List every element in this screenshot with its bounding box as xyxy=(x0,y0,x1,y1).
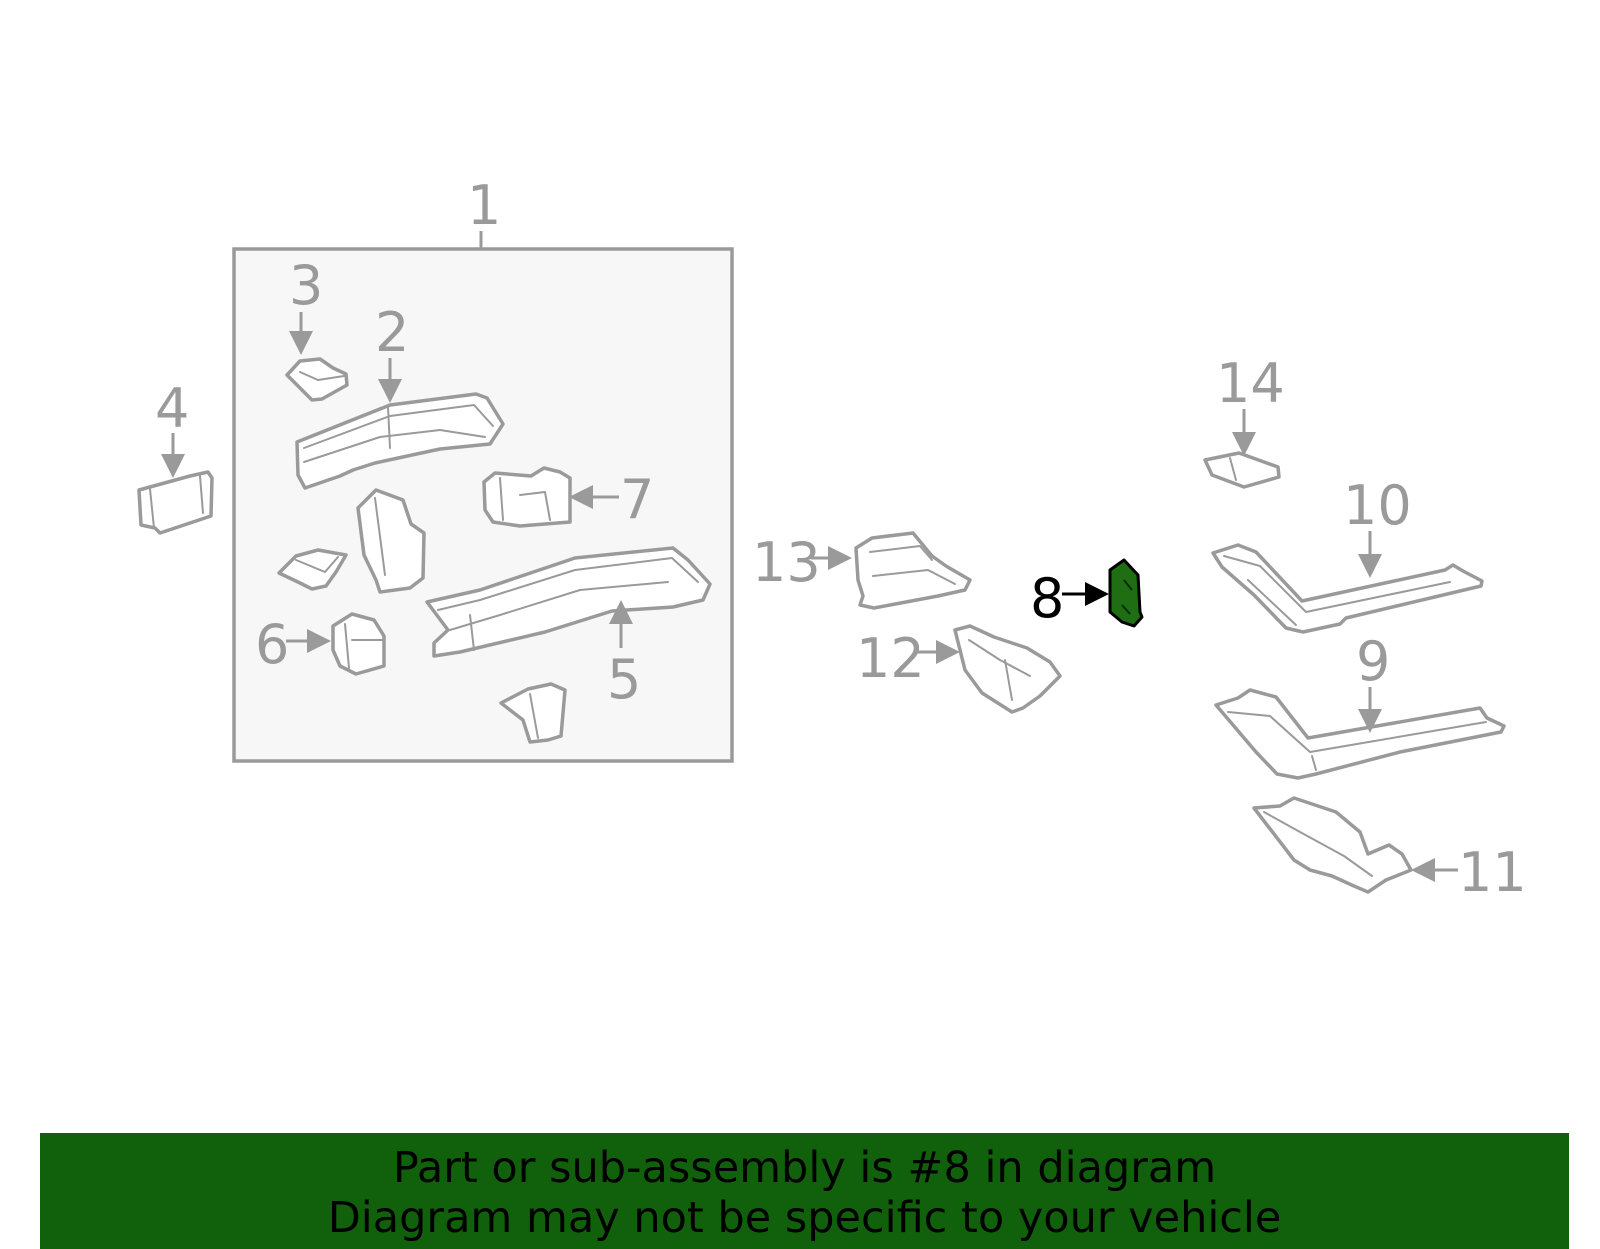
callout-4[interactable]: 4 xyxy=(155,377,189,440)
part-3-bracket[interactable] xyxy=(285,357,349,402)
part-7-bracket[interactable] xyxy=(482,466,572,528)
part-9-rocker[interactable] xyxy=(1214,688,1506,780)
part-mount[interactable] xyxy=(499,682,567,744)
part-8-highlighted[interactable] xyxy=(1108,558,1144,628)
part-6-block[interactable] xyxy=(331,612,386,676)
callout-6[interactable]: 6 xyxy=(255,613,289,676)
part-11-bracket[interactable] xyxy=(1252,796,1413,894)
part-12-bracket[interactable] xyxy=(953,624,1062,714)
info-banner: Part or sub-assembly is #8 in diagram Di… xyxy=(40,1133,1569,1249)
callout-9[interactable]: 9 xyxy=(1356,630,1390,693)
part-14-cap[interactable] xyxy=(1203,451,1281,489)
part-13-bracket[interactable] xyxy=(854,531,972,610)
part-10-rocker[interactable] xyxy=(1211,543,1484,634)
callout-3[interactable]: 3 xyxy=(289,254,323,317)
callout-12[interactable]: 12 xyxy=(856,627,925,690)
banner-line-1: Part or sub-assembly is #8 in diagram xyxy=(392,1143,1217,1193)
part-small-bracket[interactable] xyxy=(277,548,348,591)
callout-7[interactable]: 7 xyxy=(620,468,654,531)
callout-5[interactable]: 5 xyxy=(607,648,641,711)
banner-line-2: Diagram may not be specific to your vehi… xyxy=(327,1193,1282,1243)
part-4-bracket[interactable] xyxy=(137,470,214,535)
callout-8[interactable]: 8 xyxy=(1030,567,1064,630)
part-2-upper-rail[interactable] xyxy=(295,392,505,490)
callout-11[interactable]: 11 xyxy=(1458,841,1527,904)
callout-10[interactable]: 10 xyxy=(1343,474,1412,537)
callout-14[interactable]: 14 xyxy=(1216,352,1285,415)
assembly-box xyxy=(232,247,734,763)
callout-1[interactable]: 1 xyxy=(467,174,501,237)
part-reinforcement[interactable] xyxy=(356,488,426,594)
callout-2[interactable]: 2 xyxy=(375,301,409,364)
part-5-lower-rail[interactable] xyxy=(425,546,712,658)
callout-13[interactable]: 13 xyxy=(752,531,821,594)
